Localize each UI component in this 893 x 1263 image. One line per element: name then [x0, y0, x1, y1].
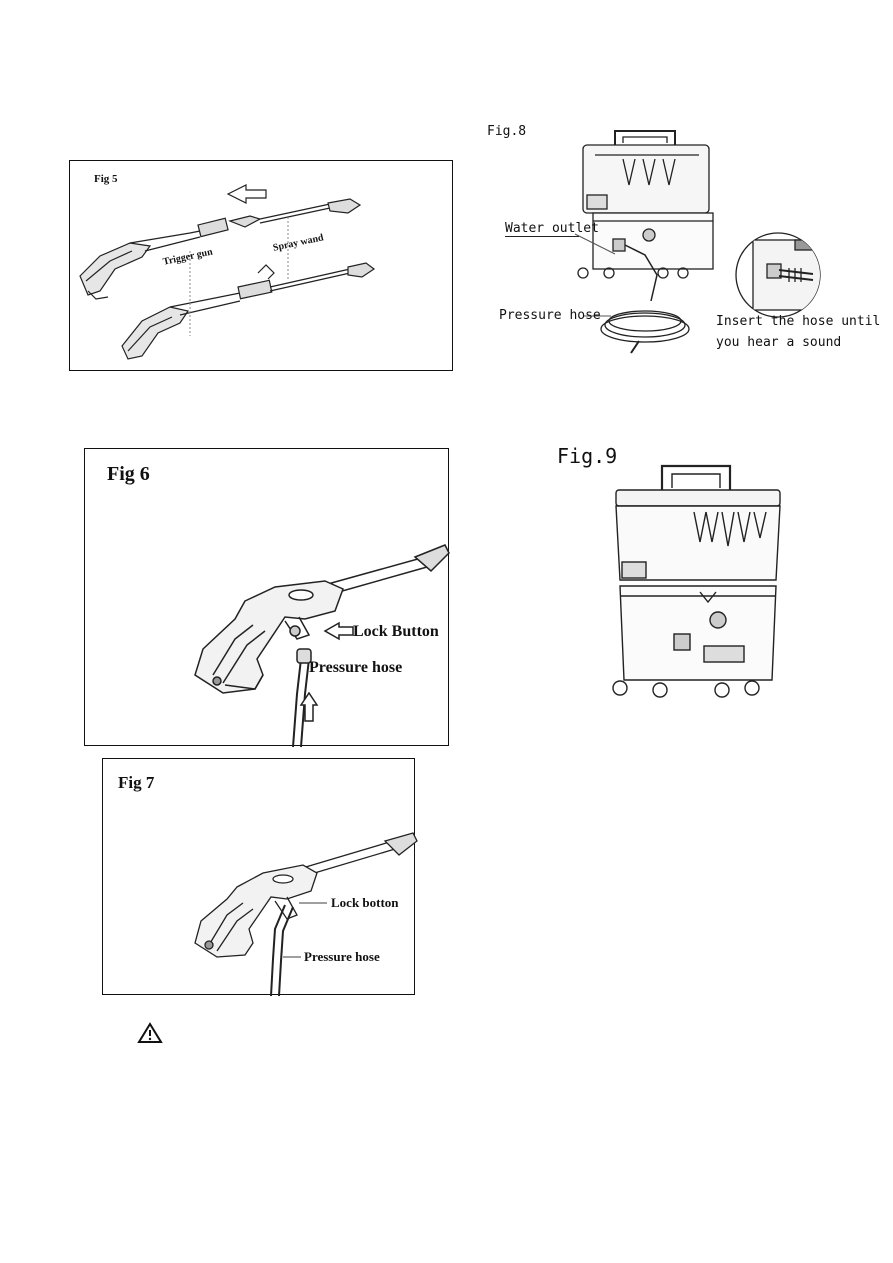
fig9-title: Fig.9 — [557, 444, 618, 468]
fig6-title: Fig 6 — [107, 463, 150, 485]
fig7-frame: Fig 7 Lock botton Pressure hose — [102, 758, 418, 997]
fig6-lock-button-label: Lock Button — [353, 623, 439, 640]
fig7-illustration — [194, 832, 418, 997]
warning-triangle-icon — [137, 1022, 163, 1043]
fig5-title: Fig 5 — [94, 173, 118, 185]
fig8-machine — [577, 130, 714, 354]
fig8-insert-line1: Insert the hose until — [716, 314, 881, 329]
fig8-insert-line2: you hear a sound — [716, 335, 842, 350]
fig6-illustration — [194, 544, 450, 748]
fig8-title: Fig.8 — [487, 124, 527, 139]
fig5-illustration — [79, 184, 376, 360]
fig8-pressure-hose-label: Pressure hose — [499, 308, 601, 323]
fig8-water-outlet-label: Water outlet — [505, 221, 599, 236]
fig7-title: Fig 7 — [118, 773, 155, 792]
fig9-machine — [612, 464, 781, 698]
fig7-lock-label: Lock botton — [331, 895, 399, 910]
fig7-pressure-hose-label: Pressure hose — [304, 949, 380, 964]
fig8-water-outlet-underline — [505, 236, 579, 237]
fig6-frame: Fig 6 Lock Button Pressure hose — [84, 448, 450, 748]
fig6-pressure-hose-label: Pressure hose — [309, 659, 403, 676]
fig8-detail-circle — [735, 232, 821, 318]
fig8-leader-lines — [574, 233, 616, 317]
fig5-frame: Fig 5 — [69, 160, 453, 371]
